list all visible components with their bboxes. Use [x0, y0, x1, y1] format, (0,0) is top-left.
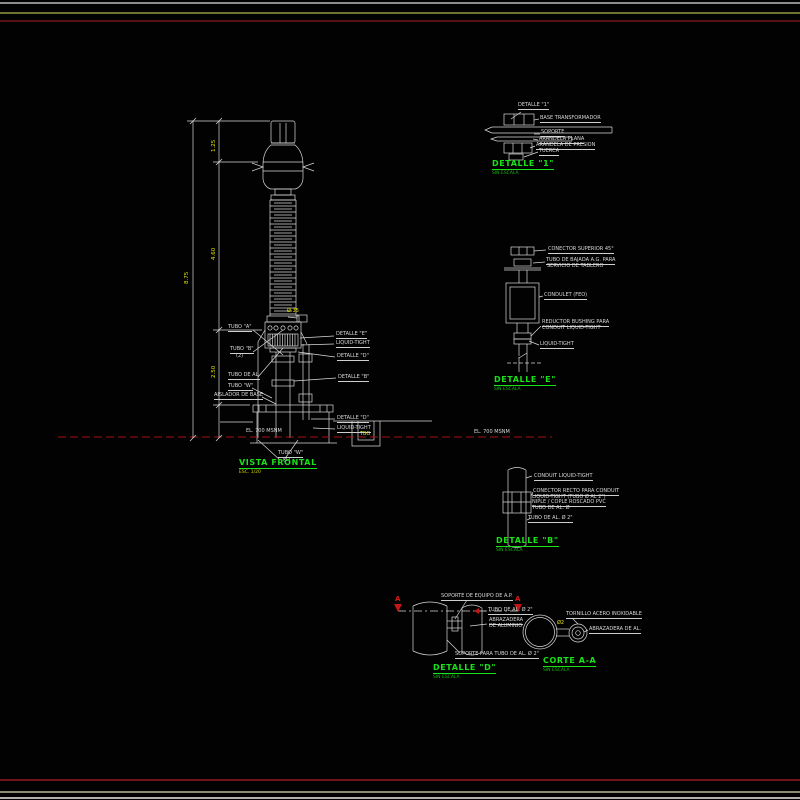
detail-1-art — [484, 111, 613, 161]
detail-e-label-reductor: REDUCTOR BUSHING PARA — [542, 319, 610, 327]
support-pole — [269, 347, 297, 412]
detail-e-title: DETALLE "E" — [494, 375, 556, 386]
front-view-title: VISTA FRONTAL — [239, 458, 317, 469]
detail-e-art — [504, 246, 547, 372]
detail-b-scale: SIN ESCALA — [496, 548, 523, 553]
detail-d-label-tubo: TUBO DE AL. Ø 2" — [488, 607, 533, 615]
duct-note: TBO — [360, 431, 371, 437]
section-letter-right: A — [515, 595, 521, 603]
corte-scale: SIN ESCALA — [543, 668, 570, 673]
callout-tubo-a: TUBO "A" — [228, 324, 252, 332]
dim-seg-3: 2.50 — [211, 365, 217, 378]
detail-1-label-base: BASE TRANSFORMADOR — [540, 115, 601, 123]
dimension-lines — [187, 117, 270, 442]
detail-d-scale: SIN ESCALA — [433, 675, 460, 680]
detail-e-label-conduit: CONDUIT LIQUID-TIGHT — [542, 325, 601, 331]
detail-1-scale: SIN ESCALA — [492, 171, 519, 176]
detail-b-title: DETALLE "B" — [496, 536, 559, 547]
detail-e-label-bajada: TUBO DE BAJADA A.G. PARA — [546, 257, 616, 265]
side-conduit — [298, 331, 313, 420]
corte-label-tornillo: TORNILLO ACERO INOXIDABLE — [566, 611, 642, 619]
detail-b-label-conduit: CONDUIT LIQUID-TIGHT — [534, 473, 593, 481]
mast-top-cap — [270, 120, 296, 144]
detail-e-label-servicio: SERVICIO DE TABLERO — [547, 263, 604, 269]
callout-liquid-tight-2: LIQUID-TIGHT — [337, 425, 371, 433]
corte-aa-art — [522, 614, 589, 650]
corte-dim: Ø2 — [557, 620, 565, 626]
border-top-red — [0, 20, 800, 22]
border-top-olive — [0, 12, 800, 14]
detail-d-label-aluminio: DE ALUMINIO — [489, 623, 523, 629]
detail-1-label-soporte: SOPORTE — [541, 129, 565, 137]
elevation-left: EL. 700 MSNM — [246, 428, 282, 434]
pedestal-base — [250, 404, 337, 444]
callout-liquid-tight-1: LIQUID-TIGHT — [336, 340, 370, 348]
mast-corrugated-section — [269, 199, 297, 316]
detail-e-scale: SIN ESCALA — [494, 387, 521, 392]
border-bottom-olive — [0, 791, 800, 793]
detail-e-label-liquidtight: LIQUID-TIGHT — [540, 341, 574, 349]
callout-detalle-b: DETALLE "B" — [338, 374, 370, 382]
detail-b-label-tubo-al: TUBO DE AL. Ø 2" — [528, 515, 573, 523]
anchor-sub: (1) — [283, 457, 291, 463]
border-bottom-gray — [0, 797, 800, 799]
detail-1-callout: DETALLE "1" — [518, 102, 550, 110]
callout-detalle-e: DETALLE "E" — [336, 331, 368, 339]
corte-label-abrazadera: ABRAZADERA DE AL. — [589, 626, 642, 634]
front-view-scale: ESC. 1/20 — [239, 470, 261, 475]
callout-tubo-b-qty: (2) — [236, 353, 244, 359]
detail-d-title: DETALLE "D" — [433, 663, 497, 674]
callout-detalle-d-1: DETALLE "D" — [337, 353, 369, 361]
detail-b-art — [502, 467, 534, 548]
detail-e-label-conector: CONECTOR SUPERIOR 45° — [548, 246, 614, 254]
detail-1-title: DETALLE "1" — [492, 159, 555, 170]
detail-b-label-niple: NIPLE / COPLE ROSCADO PVC — [532, 499, 606, 507]
detail-1-label-tuerca: TUERCA — [539, 148, 560, 156]
elevation-right: EL. 700 MSNM — [474, 429, 510, 435]
dim-seg-1: 1.25 — [211, 139, 217, 152]
cable-duct — [351, 421, 381, 447]
detail-b-label-tubo: TUBO DE AL. Ø — [532, 505, 570, 511]
detail-e-label-condulet: CONDULET (FEO) — [544, 292, 588, 300]
anchor-label: TUBO "W" — [278, 450, 304, 458]
detail-1-label-arandela-plana: ARANDELA PLANA — [539, 136, 585, 144]
detail-1-label-arandela-presion: ARANDELA DE PRESION — [536, 142, 596, 150]
dim-overall: 8.75 — [184, 271, 190, 284]
flange-note: Ø 35 — [287, 308, 299, 314]
grade-lines — [220, 420, 432, 423]
detail-d-label-abrazadera: ABRAZADERA — [489, 617, 524, 625]
detail-b-label-conector: CONECTOR RECTO PARA CONDUIT — [533, 488, 620, 496]
mast-base-flange — [266, 314, 308, 323]
corte-title: CORTE A-A — [543, 656, 597, 667]
detail-d-art — [394, 599, 522, 656]
callout-aislador: AISLADOR DE BASE — [214, 392, 264, 400]
dim-seg-2: 4.60 — [211, 247, 217, 260]
callout-detalle-d-2: DETALLE "D" — [337, 415, 369, 423]
border-top-gray — [0, 2, 800, 4]
mast-bushing — [251, 144, 315, 201]
ground-conductor — [257, 329, 299, 461]
detail-d-top-label: SOPORTE DE EQUIPO DE A.P. — [441, 593, 513, 601]
border-bottom-red — [0, 779, 800, 781]
callout-tubo-b: TUBO "B" — [230, 346, 254, 354]
callout-tubo-w: TUBO "W" — [228, 383, 254, 391]
detail-d-label-soporte: SOPORTE PARA TUBO DE AL. Ø 2" — [455, 651, 539, 659]
leader-lines — [251, 316, 337, 430]
detail-b-label-lt: LIQUID-TIGHT (TUBO Ø AL 2") — [532, 494, 606, 500]
section-letter-left: A — [395, 595, 401, 603]
callout-tubo-al: TUBO DE AL. — [228, 372, 260, 380]
